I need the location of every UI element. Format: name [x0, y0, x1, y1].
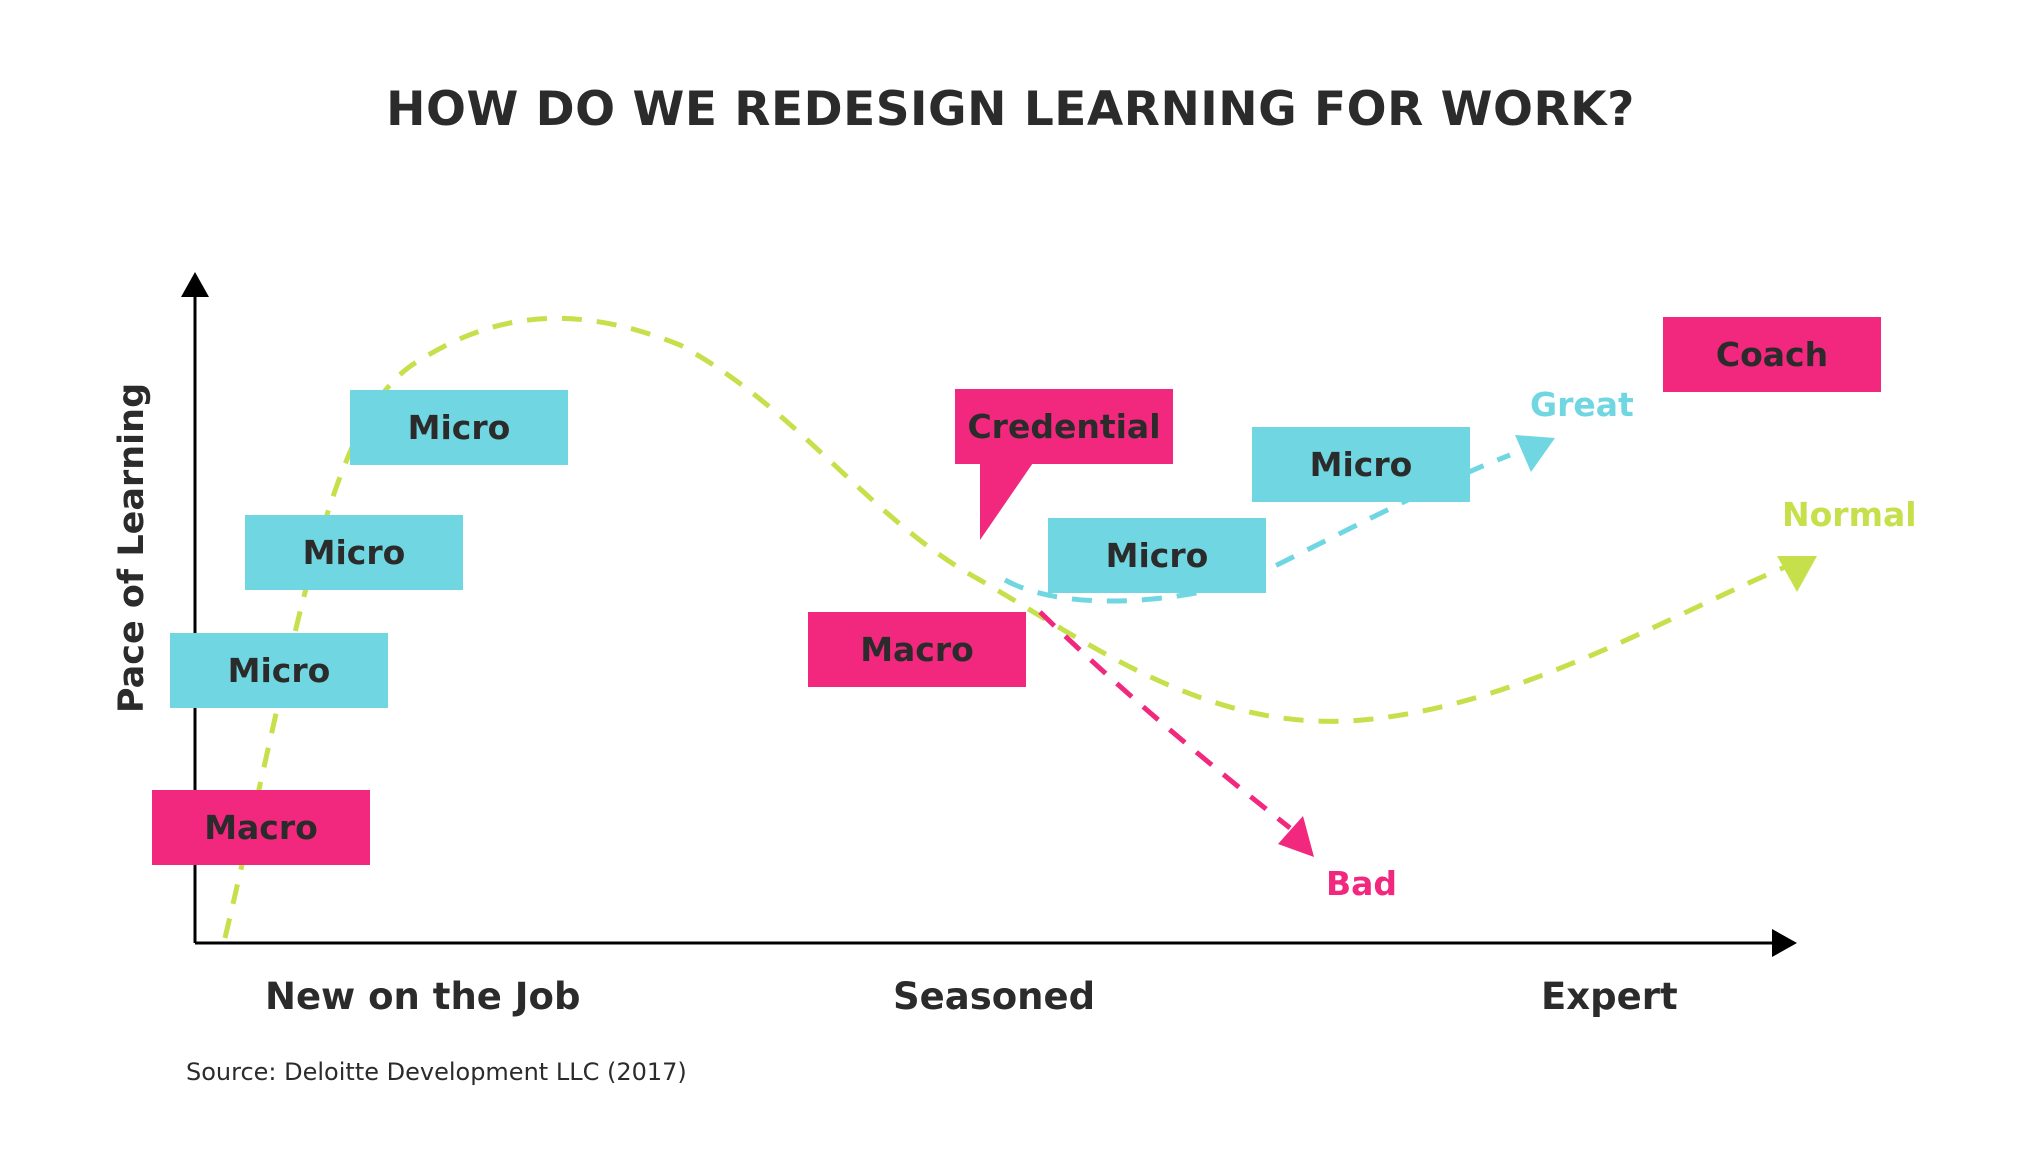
outcome-bad-label: Bad: [1326, 864, 1398, 903]
bad-arrow-head: [1278, 816, 1314, 857]
x-label-new-on-the-job: New on the Job: [265, 975, 581, 1018]
y-axis-label: Pace of Learning: [112, 382, 152, 714]
great-curve-line: [1003, 452, 1511, 604]
source-citation: Source: Deloitte Development LLC (2017): [186, 1058, 687, 1086]
outcome-great-label: Great: [1530, 385, 1634, 424]
coach-box: Coach: [1663, 317, 1881, 392]
outcome-normal-label: Normal: [1782, 495, 1917, 534]
micro-box-2: Micro: [245, 515, 463, 590]
x-label-seasoned: Seasoned: [893, 975, 1096, 1018]
page-title: HOW DO WE REDESIGN LEARNING FOR WORK?: [386, 82, 1635, 137]
macro-seasoned-box: Macro: [808, 612, 1026, 687]
bad-curve-line: [1038, 610, 1292, 830]
credential-bubble-tail: [980, 460, 1035, 540]
credential-box: Credential: [955, 389, 1173, 464]
micro-box-1: Micro: [170, 633, 388, 708]
normal-curve-line: [222, 315, 1791, 939]
micro-seasoned-box: Micro: [1048, 518, 1266, 593]
y-axis-arrow: [181, 272, 209, 297]
x-label-expert: Expert: [1541, 975, 1678, 1018]
normal-arrow-head: [1777, 556, 1817, 592]
x-axis-arrow: [1772, 929, 1797, 957]
macro-new-box: Macro: [152, 790, 370, 865]
great-arrow-head: [1515, 435, 1555, 472]
micro-box-3: Micro: [350, 390, 568, 465]
micro-great-box: Micro: [1252, 427, 1470, 502]
